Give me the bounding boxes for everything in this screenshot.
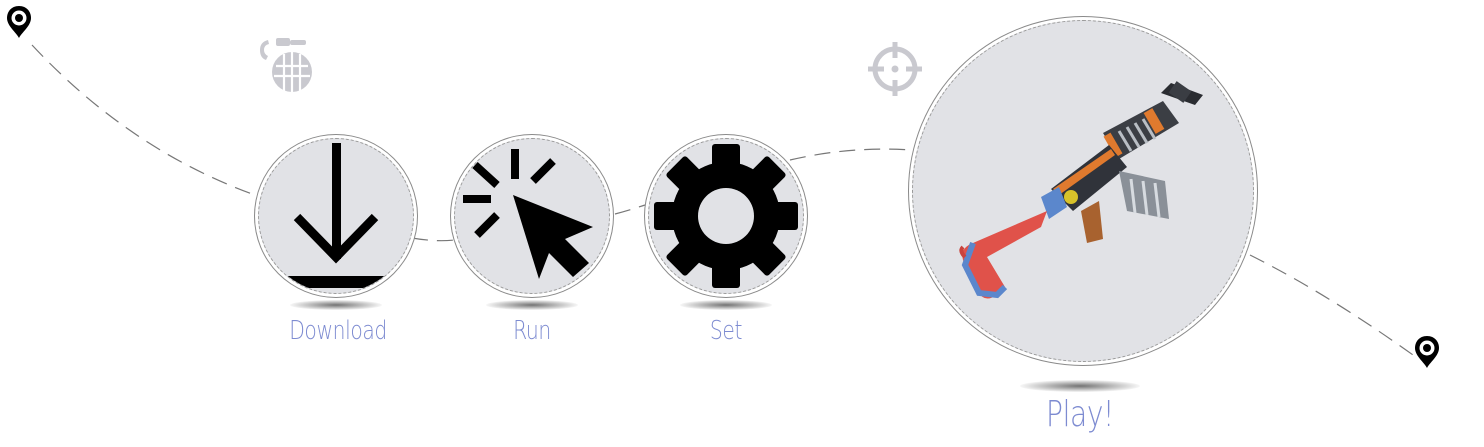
- step-run-shadow: [486, 300, 578, 310]
- gear-icon: [654, 144, 798, 288]
- rifle-icon: [959, 81, 1203, 299]
- download-icon: [259, 143, 413, 288]
- step-run[interactable]: [454, 138, 610, 294]
- cursor-click-icon: [463, 149, 593, 279]
- step-set[interactable]: [648, 138, 804, 294]
- map-pin-icon: [1415, 336, 1439, 368]
- step-play-shadow: [1020, 380, 1140, 392]
- map-pin-icon: [7, 6, 31, 38]
- crosshair-icon: [868, 42, 922, 96]
- grenade-icon: [260, 38, 312, 92]
- step-play-label: Play!: [1046, 394, 1114, 435]
- step-set-shadow: [680, 300, 772, 310]
- step-play[interactable]: [912, 20, 1254, 362]
- step-download-shadow: [290, 300, 382, 310]
- step-set-label: Set: [709, 316, 743, 346]
- step-download-label: Download: [289, 316, 387, 346]
- step-run-label: Run: [513, 316, 551, 346]
- step-download[interactable]: [258, 138, 414, 294]
